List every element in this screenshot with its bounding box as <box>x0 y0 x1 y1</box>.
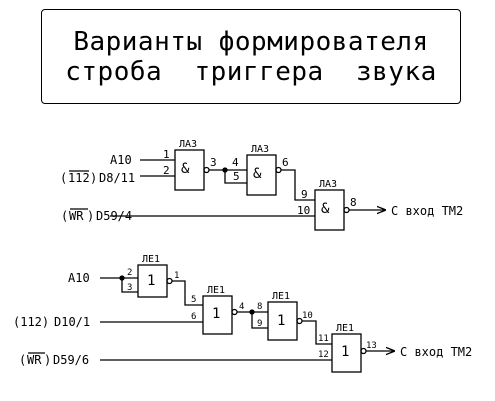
c2-gate-4-type: ЛЕ1 <box>336 323 354 334</box>
c2-pin-4: 4 <box>239 302 244 312</box>
c1-paren-close-2: ) <box>87 209 94 223</box>
c1-pin-6: 6 <box>282 156 289 169</box>
c1-pin-5: 5 <box>233 170 240 183</box>
c2-label-wr: WR <box>27 353 42 367</box>
c2-gate-1-symbol: 1 <box>147 273 155 289</box>
c2-pin-12: 12 <box>318 350 329 360</box>
c1-gate-2-symbol: & <box>253 166 262 182</box>
title-line-2: строба триггера звука <box>65 56 437 87</box>
c2-gate-4 <box>331 333 362 373</box>
c2-wire-pin3-tie <box>121 278 138 293</box>
c2-gate-2-inverter-bubble <box>231 308 238 316</box>
c1-gate-1 <box>174 149 205 191</box>
c1-pin-8: 8 <box>350 196 357 209</box>
c2-label-112: (112) <box>13 315 49 329</box>
c2-gate-4-symbol: 1 <box>341 344 349 360</box>
c1-wire-pin5-tie <box>224 170 247 184</box>
c2-output-label: С вход ТМ2 <box>400 345 472 359</box>
c1-pin-9: 9 <box>301 188 308 201</box>
c2-gate-3-symbol: 1 <box>277 313 285 329</box>
c2-pin-6: 6 <box>191 312 196 322</box>
circuit-2 <box>28 264 394 373</box>
c1-gate-2 <box>246 154 277 196</box>
c1-gate-3 <box>314 189 345 231</box>
title-box: Варианты формирователя строба триггера з… <box>41 9 461 104</box>
c2-pin-1: 1 <box>174 271 179 281</box>
c1-wire-g2-g3 <box>281 169 315 201</box>
c1-pin-10: 10 <box>297 204 310 217</box>
c2-label-a10: A10 <box>68 271 90 285</box>
c1-pin-1: 1 <box>163 148 170 161</box>
title-line-1: Варианты формирователя <box>73 26 429 57</box>
c1-label-wr: WR <box>69 209 84 223</box>
c1-label-d59-4: D59/4 <box>96 209 132 223</box>
c1-paren-close-1: ) <box>90 171 97 185</box>
c2-pin-11: 11 <box>318 334 329 344</box>
c1-output-label: С вход ТМ2 <box>391 204 463 218</box>
c2-gate-1-type: ЛЕ1 <box>142 254 160 265</box>
c2-gate-3-type: ЛЕ1 <box>272 291 290 302</box>
c2-wire-g1-g2 <box>172 280 203 306</box>
c1-label-112: 112 <box>68 171 90 185</box>
c1-gate-1-type: ЛА3 <box>179 139 197 150</box>
c2-paren-open: ( <box>19 353 26 367</box>
c2-pin-3: 3 <box>127 283 132 293</box>
c2-label-d59-6: D59/6 <box>53 353 89 367</box>
c2-wire-pin9-tie <box>251 312 268 329</box>
c1-pin-3: 3 <box>210 156 217 169</box>
circuit-1-text: ЛА3 ЛА3 ЛА3 & & & A10 ( 112 ) D8/11 ( WR… <box>60 139 463 223</box>
c1-gate-1-symbol: & <box>181 161 190 177</box>
c2-pin-2: 2 <box>127 268 132 278</box>
circuit-2-text: ЛЕ1 ЛЕ1 ЛЕ1 ЛЕ1 1 1 1 1 A10 (112) D10/1 … <box>13 254 472 367</box>
c2-gate-2 <box>202 295 233 335</box>
c1-gate-2-inverter-bubble <box>275 166 282 174</box>
c2-gate-2-symbol: 1 <box>212 306 220 322</box>
c1-gate-1-inverter-bubble <box>203 166 210 174</box>
c2-gate-2-type: ЛЕ1 <box>207 285 225 296</box>
c2-wire-g3-g4 <box>302 320 332 345</box>
c1-label-d8-11: D8/11 <box>99 171 135 185</box>
c1-gate-3-symbol: & <box>321 201 330 217</box>
c2-label-d10-1: D10/1 <box>54 315 90 329</box>
c1-paren-open-2: ( <box>61 209 68 223</box>
c1-paren-open-1: ( <box>60 171 67 185</box>
c1-gate-3-type: ЛА3 <box>319 179 337 190</box>
circuit-1 <box>69 149 385 231</box>
c1-pin-4: 4 <box>232 156 239 169</box>
c1-label-a10: A10 <box>110 153 132 167</box>
c2-pin-5: 5 <box>191 295 196 305</box>
c1-gate-3-inverter-bubble <box>343 206 350 214</box>
c1-pin-2: 2 <box>163 164 170 177</box>
c2-paren-close: ) <box>44 353 51 367</box>
c2-pin-8: 8 <box>257 302 262 312</box>
c2-pin-9: 9 <box>257 319 262 329</box>
c1-gate-2-type: ЛА3 <box>251 144 269 155</box>
c2-pin-10: 10 <box>302 311 313 321</box>
c2-gate-1-inverter-bubble <box>166 277 173 285</box>
c2-pin-13: 13 <box>366 341 377 351</box>
